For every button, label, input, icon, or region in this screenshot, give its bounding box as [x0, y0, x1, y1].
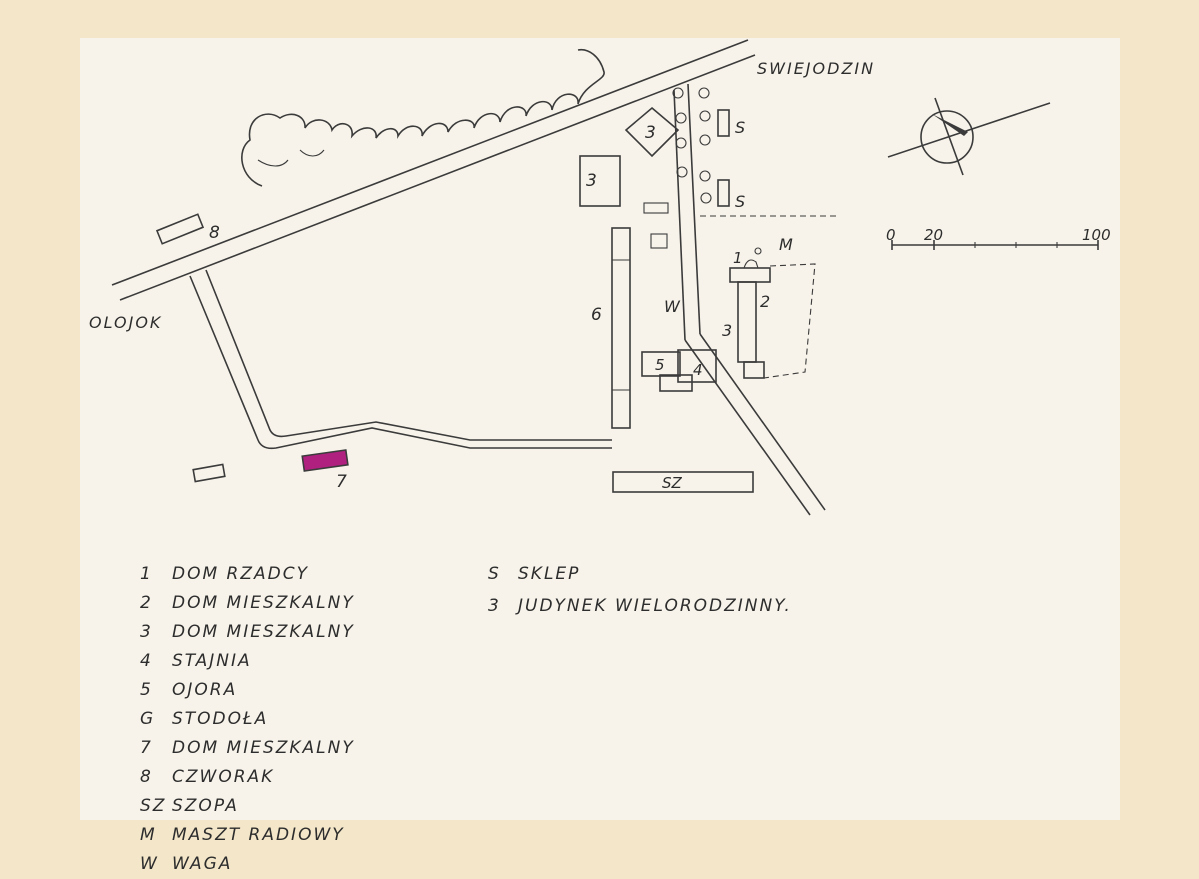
legend-row: 3 JUDYNEK WIELORODZINNY. [488, 590, 792, 622]
label-mast: M [779, 235, 793, 254]
shed-sz [612, 471, 754, 493]
label-3-square: 3 [586, 171, 597, 191]
legend-key: 8 [140, 767, 153, 787]
legend-key: 3 [140, 622, 153, 642]
label-1: 1 [733, 249, 743, 267]
legend-row: S SKLEP [488, 558, 792, 590]
label-8: 8 [209, 223, 220, 243]
legend-text: JUDYNEK WIELORODZINNY. [518, 596, 792, 616]
legend-text: WAGA [172, 854, 233, 874]
building-unlabeled [192, 463, 226, 483]
legend-text: SZOPA [172, 796, 239, 816]
scale-label-20: 20 [924, 226, 943, 244]
legend-key: 3 [488, 596, 501, 616]
radio-mast [754, 247, 762, 255]
building-3-square [579, 155, 621, 207]
label-6: 6 [591, 305, 602, 325]
label-w: W [664, 297, 681, 316]
label-3-right: 3 [722, 321, 732, 340]
legend-key: 7 [140, 738, 153, 758]
legend-text: SKLEP [518, 564, 581, 584]
legend-key: 4 [140, 651, 153, 671]
legend-row: 3 DOM MIESZKALNY [140, 618, 355, 647]
legend-text: DOM RZADCY [172, 564, 309, 584]
label-5: 5 [655, 356, 665, 374]
scale-bar [891, 240, 1099, 250]
woods-inner [257, 149, 325, 167]
scale-label-0: 0 [886, 226, 896, 244]
roadside-trees [672, 87, 712, 204]
legend-key: SZ [140, 796, 167, 816]
label-sz: SZ [662, 474, 683, 492]
woods-outline [241, 48, 605, 187]
legend-text: OJORA [172, 680, 238, 700]
legend-row: 4 STAJNIA [140, 647, 355, 676]
site-plan: SWIEJODZIN OLOJOK 0 20 100 3 3 S S 1 M 2… [89, 39, 1111, 516]
legend-text: STAJNIA [172, 651, 252, 671]
barn-6 [611, 227, 631, 429]
label-shop-1: S [735, 118, 745, 137]
fence-yard [763, 263, 816, 379]
label-2: 2 [760, 292, 770, 311]
legend-key: 5 [140, 680, 153, 700]
legend-row: 7 DOM MIESZKALNY [140, 734, 355, 763]
place-left: OLOJOK [89, 313, 162, 332]
legend-text: STODOŁA [172, 709, 269, 729]
legend-key: G [140, 709, 156, 729]
label-3-diamond: 3 [645, 123, 656, 143]
label-4: 4 [693, 361, 703, 379]
legend-key: W [140, 854, 159, 874]
legend-row: G STODOŁA [140, 705, 355, 734]
north-arrow [887, 97, 1051, 176]
place-top: SWIEJODZIN [757, 59, 875, 78]
legend-text: DOM MIESZKALNY [172, 593, 355, 613]
legend-row: 8 CZWORAK [140, 763, 355, 792]
legend-key: 2 [140, 593, 153, 613]
legend-text: DOM MIESZKALNY [172, 622, 355, 642]
legend-row: 2 DOM MIESZKALNY [140, 589, 355, 618]
side-road [189, 269, 612, 450]
buildings-4-5 [641, 349, 717, 392]
building-1-2 [729, 259, 771, 379]
scale-label-100: 100 [1082, 226, 1111, 244]
shop-2 [717, 179, 730, 207]
label-7: 7 [336, 472, 347, 492]
legend-row: W WAGA [140, 850, 355, 879]
legend-right: S SKLEP 3 JUDYNEK WIELORODZINNY. [488, 558, 792, 622]
farm-road [673, 83, 826, 516]
small-bldg-b [650, 233, 668, 249]
label-shop-2: S [735, 192, 745, 211]
legend-row: 5 OJORA [140, 676, 355, 705]
building-8 [155, 213, 205, 245]
main-road [111, 39, 756, 301]
legend-text: CZWORAK [172, 767, 275, 787]
legend-key: S [488, 564, 501, 584]
building-7-highlighted [301, 449, 349, 472]
building-3-diamond [624, 106, 680, 158]
small-bldg-a [643, 202, 669, 214]
shop-1 [717, 109, 730, 137]
legend-key: 1 [140, 564, 153, 584]
legend-text: DOM MIESZKALNY [172, 738, 355, 758]
legend-row: 1 DOM RZADCY [140, 560, 355, 589]
